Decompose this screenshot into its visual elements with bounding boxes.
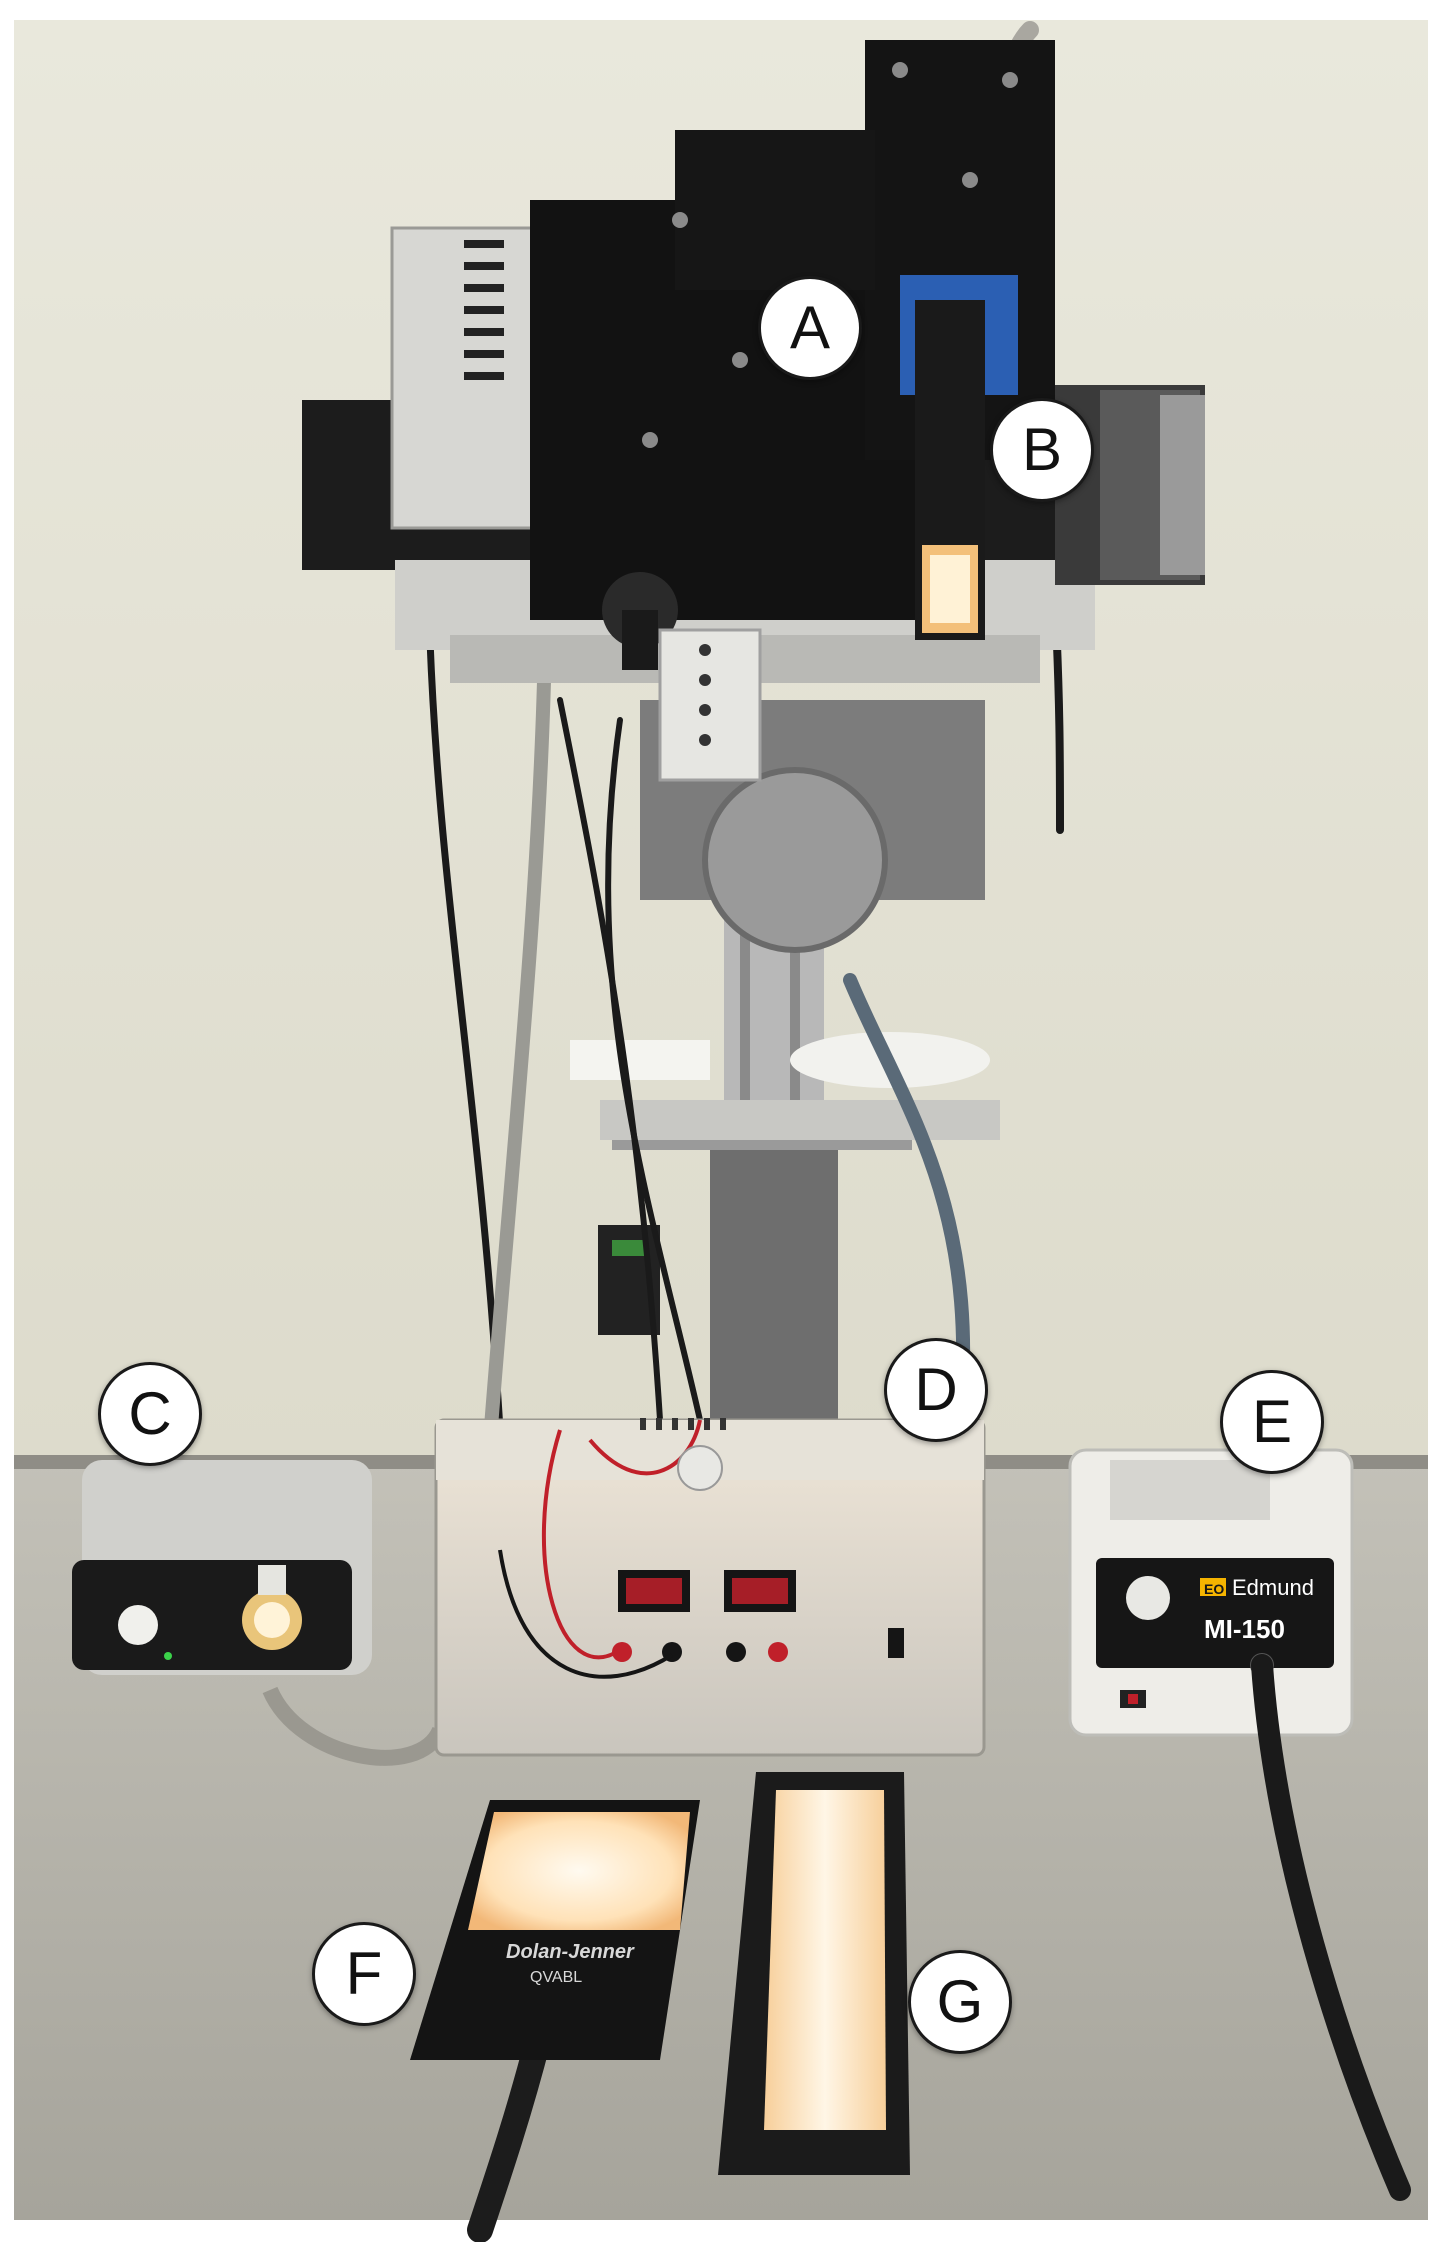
label-a: A	[758, 276, 862, 380]
label-b-text: B	[1021, 416, 1063, 483]
label-g-text: G	[936, 1968, 984, 2035]
label-c: C	[98, 1362, 202, 1466]
label-d: D	[884, 1338, 988, 1442]
label-a-text: A	[789, 294, 831, 361]
illuminator-e: EO Edmund MI-150	[1068, 1448, 1411, 2201]
label-b: B	[990, 398, 1094, 502]
dolan-brand-text: Dolan-Jenner	[506, 1941, 635, 1963]
label-g: G	[908, 1950, 1012, 2054]
power-supply-d	[434, 1418, 986, 1757]
dolan-model-text: QVABL	[530, 1969, 582, 1986]
label-f: F	[312, 1922, 416, 2026]
label-c-text: C	[128, 1380, 172, 1447]
light-strip-g	[718, 1772, 910, 2175]
stand-column	[570, 700, 1000, 1430]
edmund-model-text: MI-150	[1204, 1614, 1285, 1644]
cables	[426, 21, 1064, 1447]
edmund-logo-mark: EO	[1204, 1581, 1224, 1597]
label-d-text: D	[914, 1356, 958, 1423]
label-f-text: F	[345, 1940, 383, 2007]
label-e: E	[1220, 1370, 1324, 1474]
label-e-text: E	[1251, 1388, 1293, 1455]
backlight-f: Dolan-Jenner QVABL	[410, 1800, 700, 2242]
edmund-brand-text: Edmund	[1232, 1575, 1314, 1600]
light-source-c	[72, 1460, 448, 1766]
